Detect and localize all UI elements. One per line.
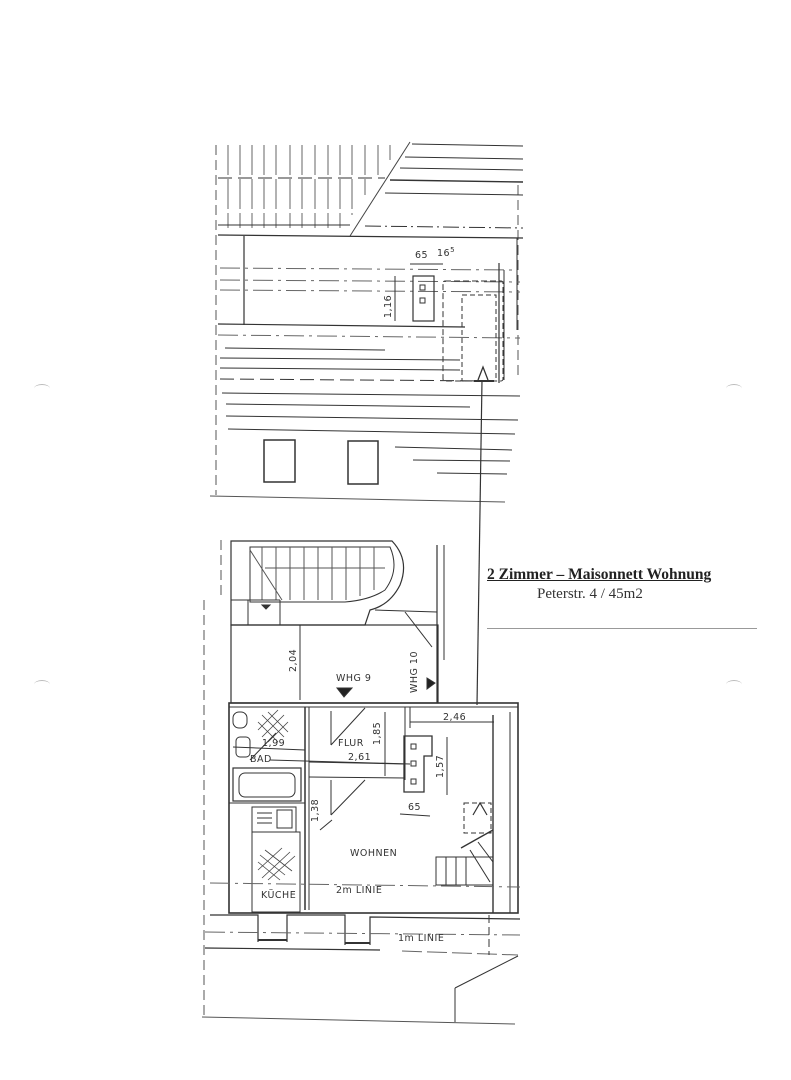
upper-chimney-offset-value: 16 [437, 248, 451, 260]
punch-hole-mark-left-bottom [34, 680, 50, 689]
unit-10-label: WHG 10 [409, 650, 420, 693]
leader-line [476, 379, 483, 706]
room-label-hall: FLUR [338, 738, 364, 749]
upper-chimney-offset: 165 [437, 246, 455, 259]
hall-height-dimension: 1,85 [372, 721, 383, 745]
stair-landing-dimension: 2,04 [288, 648, 299, 672]
room-label-living: WOHNEN [350, 848, 398, 859]
line-1m-label: 1m LINIE [398, 933, 445, 944]
punch-hole-mark-left-top [34, 384, 50, 393]
lower-chimney-depth: 1,57 [435, 754, 446, 778]
upper-chimney-depth: 1,16 [383, 294, 394, 318]
plan-subtitle: Peterstr. 4 / 45m2 [537, 586, 643, 602]
living-width-dimension: 2,46 [443, 712, 467, 723]
lower-chimney-width: 65 [408, 802, 422, 813]
kitchen-gap-dimension: 1,38 [310, 798, 321, 822]
hall-length-dimension: 2,61 [348, 752, 372, 763]
bath-width-dimension: 1,99 [262, 738, 286, 749]
upper-chimney-width: 65 [415, 250, 429, 261]
room-label-kitchen: KÜCHE [261, 890, 297, 901]
unit-9-label: WHG 9 [336, 673, 372, 684]
lower-floor-plan [201, 540, 521, 1025]
title-block: 2 Zimmer – Maisonnett Wohnung Peterstr. … [487, 566, 757, 603]
title-underline-divider [487, 628, 757, 629]
line-2m-label: 2m LINIE [336, 885, 383, 896]
room-label-bath: BAD [250, 754, 272, 765]
upper-floor-roof-plan [209, 141, 524, 503]
punch-hole-mark-right-top [726, 384, 742, 393]
punch-hole-mark-right-bottom [726, 680, 742, 689]
upper-chimney-offset-sup: 5 [450, 246, 456, 254]
plan-title: 2 Zimmer – Maisonnett Wohnung [487, 566, 712, 583]
